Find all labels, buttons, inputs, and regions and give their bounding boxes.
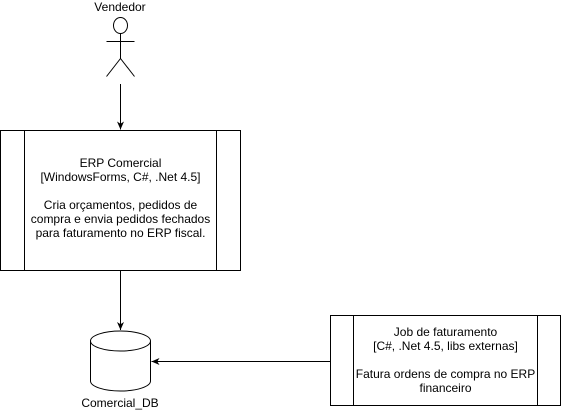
job-faturamento-spacer [354, 353, 537, 367]
erp-comercial-frame [0, 130, 241, 271]
vendedor-actor-icon[interactable] [106, 17, 135, 77]
actor-head [113, 17, 128, 34]
database-label: Comercial_DB [81, 396, 159, 410]
erp-comercial-desc-line: para faturamento no ERP fiscal. [35, 226, 206, 240]
erp-comercial-desc-line: compra e envia pedidos fechados [30, 212, 211, 226]
erp-comercial-title: ERP Comercial [79, 156, 162, 170]
erp-comercial-text: ERP Comercial [WindowsForms, C#, .Net 4.… [25, 156, 216, 240]
erp-comercial-desc-line: Cria orçamentos, pedidos de [43, 198, 198, 212]
job-faturamento-desc-line: financeiro [419, 381, 472, 395]
erp-comercial-tech: [WindowsForms, C#, .Net 4.5] [40, 170, 201, 184]
actor-right-leg [120, 58, 135, 77]
job-faturamento-title: Job de faturamento [393, 325, 498, 339]
erp-comercial-spacer [25, 184, 216, 198]
job-faturamento-desc-line: Fatura ordens de compra no ERP [355, 367, 536, 381]
actor-left-leg [106, 58, 121, 77]
vendedor-label: Vendedor [94, 0, 146, 14]
job-faturamento-text: Job de faturamento [C#, .Net 4.5, libs e… [354, 325, 537, 395]
erp-comercial-box[interactable] [0, 130, 241, 271]
database-top [90, 330, 151, 352]
job-faturamento-tech: [C#, .Net 4.5, libs externas] [373, 339, 518, 353]
database-icon[interactable] [90, 330, 151, 392]
database-body [90, 341, 151, 392]
